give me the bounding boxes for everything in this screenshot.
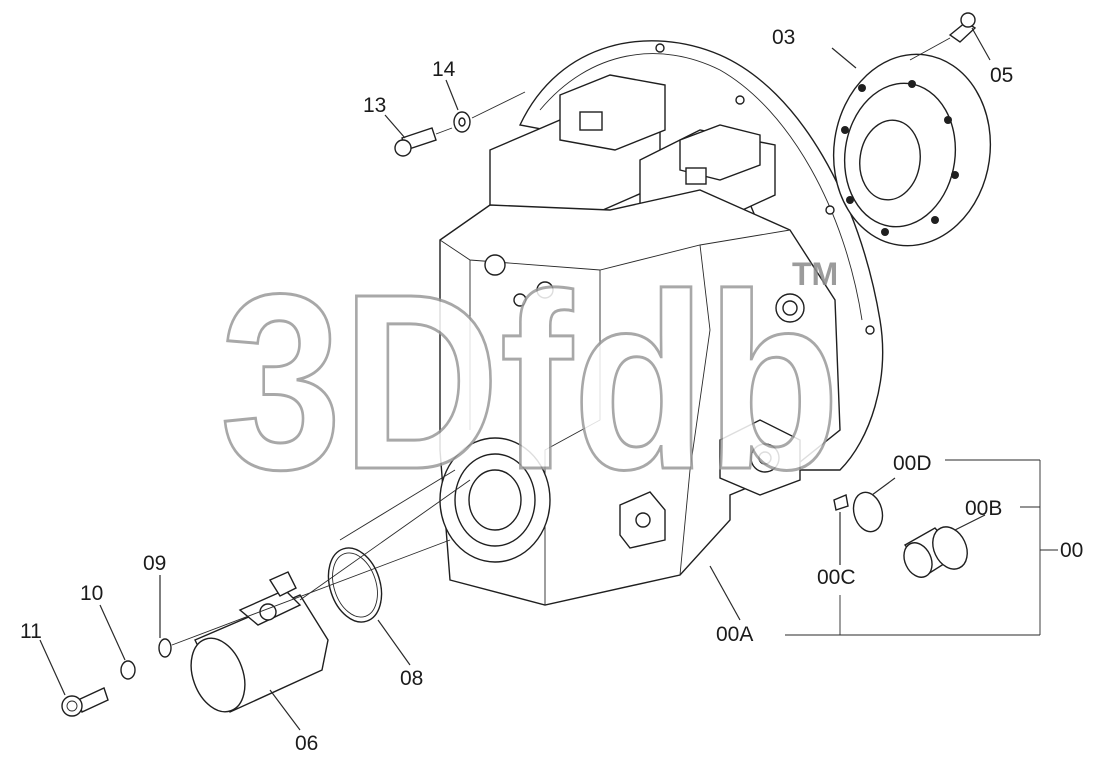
label-03: 03 xyxy=(772,26,795,49)
part-06-cylinder xyxy=(190,571,329,713)
watermark-tm: TM xyxy=(792,256,838,292)
label-00: 00 xyxy=(1060,539,1083,562)
part-05-bolt xyxy=(948,12,977,43)
part-10-washer xyxy=(120,660,136,680)
label-06: 06 xyxy=(295,732,318,755)
label-00A: 00A xyxy=(716,623,753,646)
label-11: 11 xyxy=(20,620,42,643)
label-10: 10 xyxy=(80,582,103,605)
label-00D: 00D xyxy=(893,452,932,475)
part-08-oring xyxy=(327,547,383,623)
part-14-washer xyxy=(453,111,471,133)
label-09: 09 xyxy=(143,552,166,575)
pump-housing xyxy=(439,40,884,606)
label-14: 14 xyxy=(432,58,456,81)
watermark-text: 3Dfdb xyxy=(220,242,840,521)
label-05: 05 xyxy=(990,64,1013,87)
label-00C: 00C xyxy=(817,566,856,589)
label-00B: 00B xyxy=(965,497,1002,520)
part-00C-pin xyxy=(833,494,849,511)
part-00D-oring xyxy=(852,491,884,533)
part-11-bolt xyxy=(61,687,109,717)
label-08: 08 xyxy=(400,667,423,690)
part-13-bolt xyxy=(394,127,437,157)
part-03-cover xyxy=(832,53,992,247)
part-00B-plug xyxy=(903,526,968,578)
part-09-washer xyxy=(158,638,172,658)
part-labels: 03 05 13 14 00D 00B 00 00C 00A 08 06 09 … xyxy=(20,26,1083,755)
leader-lines xyxy=(39,27,1058,731)
watermark: 3Dfdb TM xyxy=(219,241,842,523)
label-13: 13 xyxy=(363,94,386,117)
